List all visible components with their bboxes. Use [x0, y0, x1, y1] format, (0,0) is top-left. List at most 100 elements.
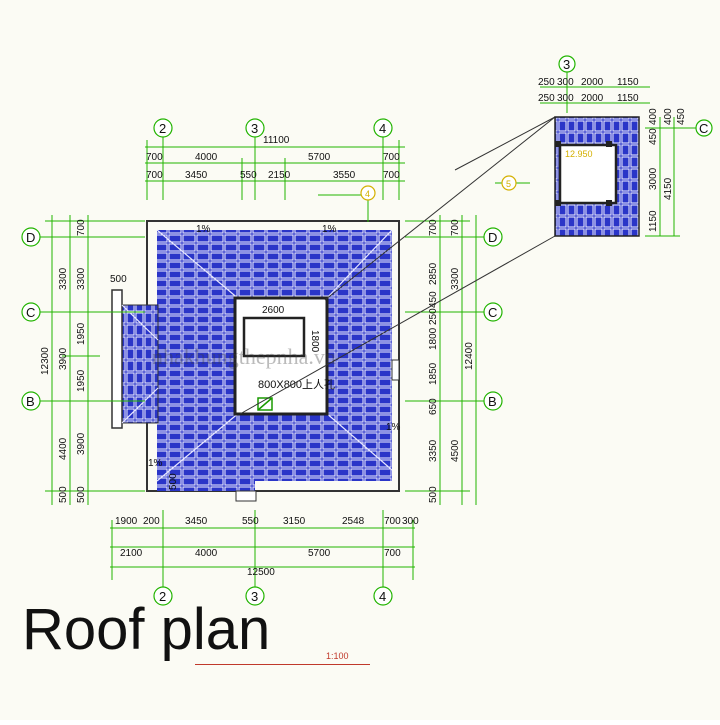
axis-3-bot: 3 [251, 589, 258, 604]
right-i-1: 2850 [428, 262, 439, 285]
axis-C-left: C [26, 305, 35, 320]
bot-r1-5: 2548 [342, 516, 365, 527]
axis-3-top: 3 [251, 121, 258, 136]
detail-r-3: 1150 [648, 210, 659, 232]
axis-D-right: D [488, 230, 497, 245]
bot-r1-4: 3150 [283, 516, 306, 527]
axis-4-bot: 4 [379, 589, 386, 604]
detail-t2-0: 250 [538, 93, 555, 104]
top-r1-0: 700 [146, 152, 163, 163]
left-o-3: 500 [58, 486, 69, 503]
detail-t2-1: 300 [557, 93, 574, 104]
bot-r2-3: 700 [384, 548, 401, 559]
right-o-3: 4500 [450, 439, 461, 462]
left-i-4: 3900 [76, 432, 87, 455]
detail-axis-C: C [699, 121, 708, 136]
watermark: nhakhungthepnha.vn [152, 344, 336, 369]
bot-r1-0: 1900 [115, 516, 138, 527]
left-total-dim: 12300 [40, 347, 51, 375]
bot-r1-1: 200 [143, 516, 160, 527]
axis-B-right: B [488, 394, 497, 409]
top-r2-1: 3450 [185, 170, 208, 181]
scale-label: 1:100 [326, 651, 349, 661]
right-i-8: 500 [428, 486, 439, 503]
left-o-0: 3300 [58, 267, 69, 290]
left-o-2: 4400 [58, 437, 69, 460]
main-roof [111, 220, 400, 502]
left-parapet [111, 289, 123, 429]
plan-marker: 4 [365, 189, 370, 199]
left-i-0: 700 [76, 219, 87, 236]
detail-ro-2: 4150 [663, 177, 674, 200]
detail-r-2: 3000 [648, 167, 659, 190]
detail-t1-1: 300 [557, 77, 574, 88]
axis-4-top: 4 [379, 121, 386, 136]
top-r2-5: 700 [383, 170, 400, 181]
detail-ro-0: 400 [663, 108, 674, 125]
page-title: Roof plan [22, 597, 271, 662]
top-r1-2: 5700 [308, 152, 331, 163]
right-i-5: 1850 [428, 362, 439, 385]
right-i-4: 1800 [428, 327, 439, 350]
bot-r2-2: 5700 [308, 548, 331, 559]
right-o-0: 700 [450, 219, 461, 236]
detail-t2-2: 2000 [581, 93, 604, 104]
opening-label: 800X800上人孔 [258, 378, 335, 391]
axis-B-left: B [26, 394, 35, 409]
axis-C-right: C [488, 305, 497, 320]
skylight-height: 1800 [309, 330, 320, 353]
right-i-2: 450 [428, 291, 439, 308]
left-i-5: 500 [76, 486, 87, 503]
detail-r-1: 450 [648, 128, 659, 145]
right-o-1: 3300 [450, 267, 461, 290]
top-r1-3: 700 [383, 152, 400, 163]
top-r2-2: 550 [240, 170, 257, 181]
slope-label-tl: 1% [196, 224, 211, 235]
bot-r1-2: 3450 [185, 516, 208, 527]
detail-t1-2: 2000 [581, 77, 604, 88]
detail-axis-3: 3 [563, 57, 570, 72]
right-i-0: 700 [428, 219, 439, 236]
bot-r1-6: 700 [384, 516, 401, 527]
right-o-2: 12400 [464, 342, 475, 370]
roof-tiles-left-wing [122, 305, 158, 423]
right-gutter [391, 359, 400, 381]
detail-t1-0: 250 [538, 77, 555, 88]
slope-label-top: 1% [322, 224, 337, 235]
bottom-step [235, 490, 257, 502]
bot-r2-0: 2100 [120, 548, 143, 559]
bot-r1-7: 300 [402, 516, 419, 527]
bot-r2-1: 4000 [195, 548, 218, 559]
left-i-2: 1950 [76, 322, 87, 345]
detail-opening [558, 143, 618, 205]
left-ext-dim: 500 [110, 274, 127, 285]
right-i-7: 3350 [428, 439, 439, 462]
skylight-width: 2600 [262, 305, 285, 316]
left-o-1: 3900 [58, 347, 69, 370]
detail-marker: 5 [506, 179, 511, 189]
axis-D-left: D [26, 230, 35, 245]
bot-r1-3: 550 [242, 516, 259, 527]
right-i-6: 650 [428, 398, 439, 415]
left-i-3: 1950 [76, 369, 87, 392]
detail-outline [554, 116, 640, 237]
top-r2-3: 2150 [268, 170, 291, 181]
top-total-dim: 11100 [263, 135, 290, 146]
top-r1-1: 4000 [195, 152, 218, 163]
axis-2-bot: 2 [159, 589, 166, 604]
slope-label-l: 1% [148, 458, 163, 469]
skylight-detail: 12.950 3 C 5 250 300 2000 1150 250 300 2… [495, 55, 713, 237]
left-i-1: 3300 [76, 267, 87, 290]
detail-t1-3: 1150 [617, 77, 639, 88]
top-r2-4: 3550 [333, 170, 356, 181]
slope-label-r: 1% [386, 422, 401, 433]
hip-lines [121, 229, 393, 482]
detail-level: 12.950 [565, 149, 593, 159]
detail-r-0: 400 [648, 108, 659, 125]
title-underline [195, 664, 370, 665]
hatch-diagonal [257, 397, 273, 411]
right-i-3: 250 [428, 308, 439, 325]
top-r2-0: 700 [146, 170, 163, 181]
